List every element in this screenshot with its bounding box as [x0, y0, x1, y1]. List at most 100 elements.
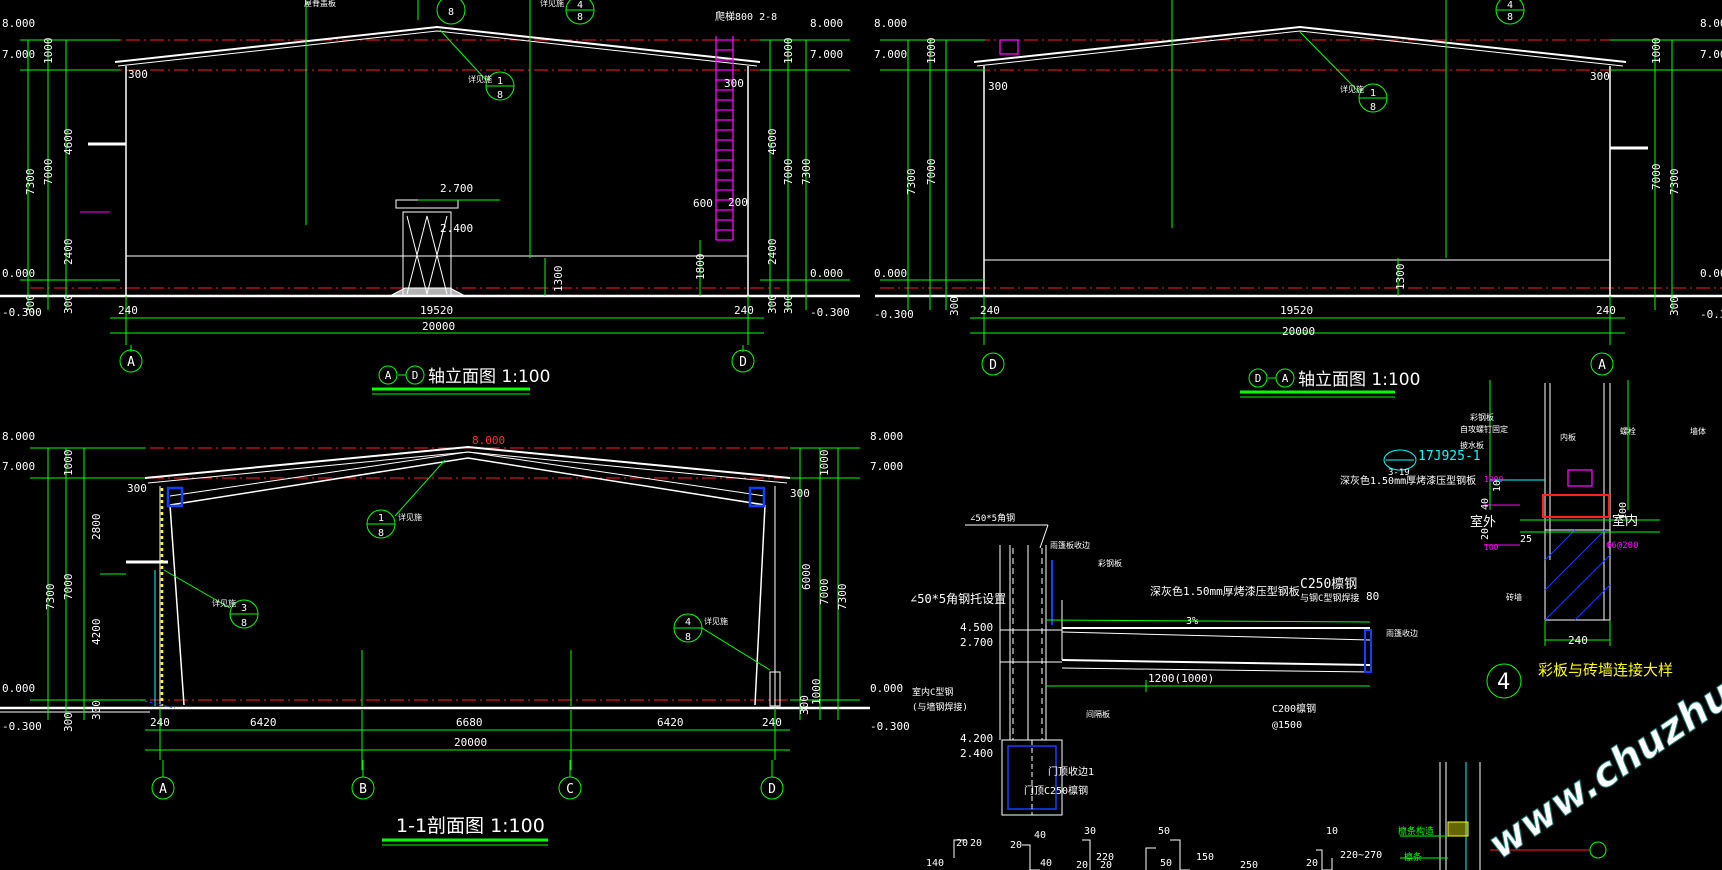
svg-text:(与墙钢焊接): (与墙钢焊接)	[912, 701, 968, 713]
svg-text:40: 40	[1034, 830, 1046, 841]
svg-text:140: 140	[926, 858, 944, 869]
svg-text:8.000: 8.000	[1700, 17, 1722, 30]
svg-text:屋脊盖板: 屋脊盖板	[304, 0, 336, 8]
svg-text:8.000: 8.000	[472, 434, 505, 447]
gable-roof-inner	[117, 30, 758, 67]
svg-text:1000: 1000	[810, 679, 823, 706]
svg-text:2.400: 2.400	[440, 222, 473, 235]
svg-text:自攻螺钉固定: 自攻螺钉固定	[1460, 424, 1508, 434]
svg-text:300: 300	[62, 712, 75, 732]
axis-bubble-d	[731, 349, 755, 373]
svg-text:C200檩钢: C200檩钢	[1272, 702, 1316, 715]
steel-profiles-text: 140 20 20 20 40 40 30 20 220 20 50 50 15…	[926, 826, 1382, 870]
svg-text:200: 200	[728, 196, 748, 209]
svg-text:40: 40	[1040, 858, 1052, 869]
svg-text:7300: 7300	[44, 584, 57, 611]
view1-title: A D 轴立面图 1:100	[372, 365, 550, 395]
svg-text:7.000: 7.000	[2, 48, 35, 61]
svg-text:240: 240	[118, 304, 138, 317]
svg-text:1-1剖面图 1:100: 1-1剖面图 1:100	[396, 815, 545, 837]
svg-text:250: 250	[1240, 860, 1258, 870]
svg-text:8: 8	[1370, 102, 1376, 113]
view3-title: 1-1剖面图 1:100	[382, 815, 548, 846]
svg-text:8: 8	[241, 618, 247, 629]
svg-text:2800: 2800	[90, 514, 103, 541]
svg-text:螺栓: 螺栓	[1620, 426, 1636, 436]
svg-text:6420: 6420	[657, 716, 684, 729]
svg-text:10: 10	[1492, 480, 1503, 492]
svg-text:20: 20	[1480, 528, 1491, 540]
svg-text:20: 20	[1306, 858, 1318, 869]
svg-text:爬梯800 2-8: 爬梯800 2-8	[715, 10, 777, 23]
svg-text:7.000: 7.000	[1700, 48, 1722, 61]
svg-text:0.000: 0.000	[2, 267, 35, 280]
svg-text:300: 300	[724, 77, 744, 90]
brick-wall	[1544, 529, 1611, 621]
svg-text:7.000: 7.000	[810, 48, 843, 61]
elevation-a-d: A D	[0, 0, 860, 373]
svg-text:7300: 7300	[905, 169, 918, 196]
svg-text:300: 300	[1668, 296, 1681, 316]
svg-text:240: 240	[1596, 304, 1616, 317]
section-1-1	[0, 445, 870, 800]
svg-text:详见施: 详见施	[1340, 84, 1364, 94]
svg-text:10: 10	[1326, 826, 1338, 837]
svg-text:1: 1	[497, 76, 503, 87]
svg-text:D: D	[768, 782, 776, 797]
svg-text:4600: 4600	[766, 129, 779, 156]
svg-text:7300: 7300	[836, 584, 849, 611]
svg-text:深灰色1.50mm厚烤漆压型钢板: 深灰色1.50mm厚烤漆压型钢板	[1340, 474, 1476, 487]
svg-text:8.000: 8.000	[874, 17, 907, 30]
svg-text:墙体: 墙体	[1690, 426, 1706, 436]
svg-text:300: 300	[790, 487, 810, 500]
svg-text:室外: 室外	[1470, 514, 1496, 530]
column-cap-right	[748, 486, 766, 508]
svg-text:7300: 7300	[24, 169, 37, 196]
svg-text:40: 40	[1480, 498, 1491, 510]
column-cap-left	[166, 486, 184, 508]
svg-text:4: 4	[1497, 670, 1510, 695]
svg-text:1000: 1000	[62, 450, 75, 477]
svg-text:25: 25	[1520, 534, 1532, 545]
svg-text:80: 80	[1366, 590, 1379, 603]
svg-text:砖墙: 砖墙	[1506, 592, 1522, 602]
gable-roof	[114, 25, 761, 63]
roof-panel	[144, 445, 791, 479]
svg-text:B: B	[359, 782, 367, 797]
svg-text:150: 150	[1196, 852, 1214, 863]
svg-text:间隔板: 间隔板	[1086, 709, 1110, 719]
svg-text:D: D	[1255, 372, 1262, 385]
svg-text:7.000: 7.000	[2, 460, 35, 473]
svg-text:详见施: 详见施	[398, 512, 422, 522]
callout-bubble	[436, 0, 466, 25]
svg-text:20000: 20000	[422, 320, 455, 333]
svg-text:-0.300: -0.300	[870, 720, 910, 733]
svg-text:8: 8	[577, 12, 583, 23]
svg-text:-0.300: -0.300	[2, 720, 42, 733]
svg-text:0.000: 0.000	[1700, 267, 1722, 280]
bottom-right-text: 檩条构造 檩条	[1398, 825, 1434, 863]
svg-text:A: A	[385, 369, 392, 382]
svg-text:7000: 7000	[42, 159, 55, 186]
svg-text:0.000: 0.000	[810, 267, 843, 280]
svg-text:彩钢板: 彩钢板	[1470, 412, 1494, 422]
svg-text:内板: 内板	[1560, 432, 1576, 442]
svg-text:8.000: 8.000	[2, 430, 35, 443]
dimension-lines-v1	[20, 0, 850, 352]
svg-text:7000: 7000	[782, 159, 795, 186]
svg-text:8: 8	[497, 90, 503, 101]
svg-text:深灰色1.50mm厚烤漆压型钢板: 深灰色1.50mm厚烤漆压型钢板	[1150, 584, 1300, 598]
svg-text:4200: 4200	[90, 619, 103, 646]
svg-text:300: 300	[127, 482, 147, 495]
canopy-detail-text: ∠50*5角钢 雨篷板收边 ∠50*5角钢托设置 彩钢板 4.500 2.700…	[910, 512, 1418, 797]
svg-text:300: 300	[62, 294, 75, 314]
svg-text:∠50*5角钢托设置: ∠50*5角钢托设置	[910, 592, 1006, 606]
svg-text:C250檩钢: C250檩钢	[1300, 577, 1357, 592]
svg-text:1000: 1000	[818, 450, 831, 477]
svg-text:2.700: 2.700	[440, 182, 473, 195]
axis-label-a: A	[127, 355, 135, 370]
roof-vent	[999, 39, 1019, 55]
svg-text:详见施: 详见施	[540, 0, 564, 8]
svg-text:3: 3	[241, 603, 247, 614]
